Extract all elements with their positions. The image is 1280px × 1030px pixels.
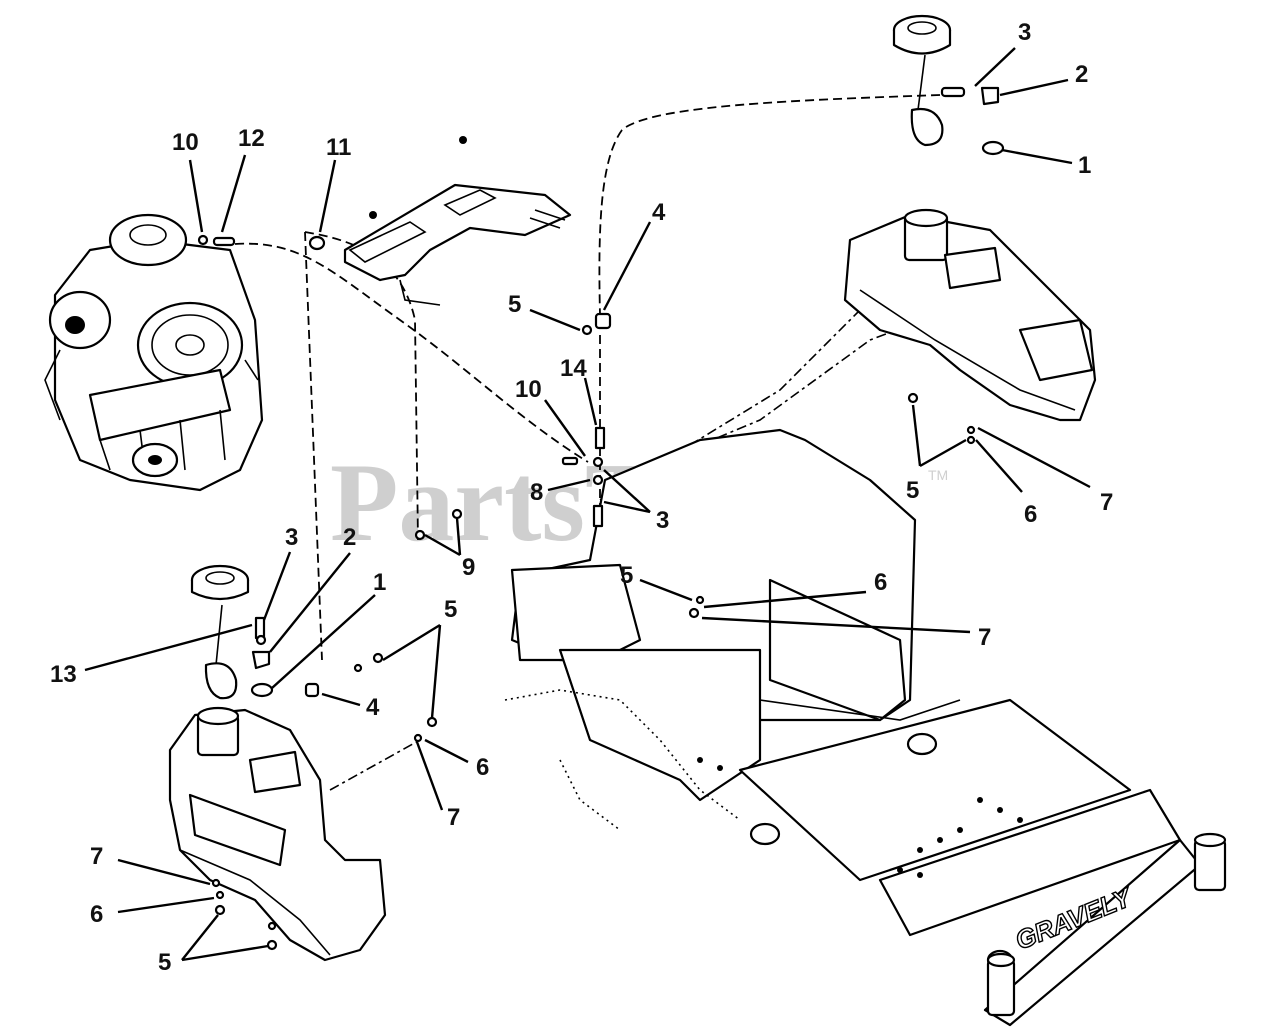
callout-2-top: 2 bbox=[1075, 61, 1088, 88]
callout-14: 14 bbox=[560, 355, 587, 382]
callout-9: 9 bbox=[462, 554, 475, 581]
fuel-tank-left bbox=[168, 706, 387, 962]
callout-5-bl: 5 bbox=[158, 949, 171, 976]
callout-7-center: 7 bbox=[978, 624, 991, 651]
callout-8: 8 bbox=[530, 479, 543, 506]
callout-13: 13 bbox=[50, 661, 77, 688]
callout-5-center: 5 bbox=[620, 562, 633, 589]
callout-3-mid: 3 bbox=[656, 507, 669, 534]
callout-7-right: 7 bbox=[1100, 489, 1113, 516]
hardware bbox=[197, 86, 1005, 951]
callout-1-left: 1 bbox=[373, 569, 386, 596]
engine bbox=[44, 213, 264, 492]
callout-labels: 3 2 1 10 12 11 4 5 14 10 8 3 9 5 6 7 5 6… bbox=[50, 19, 1113, 976]
frame-chassis: GRAVELY bbox=[504, 428, 1227, 1027]
callout-7-lower: 7 bbox=[447, 804, 460, 831]
callout-3-left: 3 bbox=[285, 524, 298, 551]
watermark-tm: TM bbox=[928, 467, 948, 483]
callout-11: 11 bbox=[326, 134, 351, 161]
callout-6-right: 6 bbox=[1024, 501, 1037, 528]
callout-6-bl: 6 bbox=[90, 901, 103, 928]
callout-1-top: 1 bbox=[1078, 152, 1091, 179]
upper-bracket bbox=[343, 136, 572, 306]
callout-6-lower: 6 bbox=[476, 754, 489, 781]
callout-6-center: 6 bbox=[874, 569, 887, 596]
callout-12: 12 bbox=[238, 125, 265, 152]
callout-2-left: 2 bbox=[343, 524, 356, 551]
callout-4-top: 4 bbox=[652, 199, 666, 226]
callout-5-mid: 5 bbox=[508, 291, 521, 318]
callout-7-bl: 7 bbox=[90, 843, 103, 870]
callout-10-mid: 10 bbox=[515, 376, 542, 403]
fuel-cap-left bbox=[190, 564, 250, 700]
callout-4-left: 4 bbox=[366, 694, 380, 721]
fuel-cap-top bbox=[892, 14, 952, 147]
callout-5-right: 5 bbox=[906, 477, 919, 504]
frame-holes bbox=[697, 757, 1023, 878]
callout-10-top: 10 bbox=[172, 129, 199, 156]
callout-3-top: 3 bbox=[1018, 19, 1031, 46]
callout-5-lower: 5 bbox=[444, 596, 457, 623]
leader-lines bbox=[84, 47, 1091, 962]
fuel-tank-right bbox=[843, 208, 1097, 422]
